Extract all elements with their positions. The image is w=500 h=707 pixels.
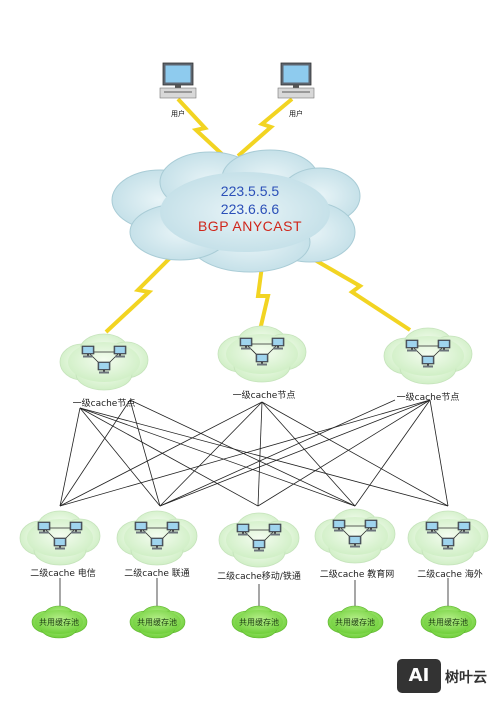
tier1-label: 一级cache节点 [72, 399, 136, 409]
logo-text: 树叶云 [445, 670, 487, 686]
logo-mark: AI [397, 659, 441, 693]
user-computer [277, 62, 315, 99]
pool-links [59, 578, 449, 610]
anycast-links [104, 254, 412, 334]
pool-cloud [31, 605, 477, 639]
watermark-logo: AI 树叶云 [397, 659, 497, 699]
tier1-label: 一级cache节点 [396, 393, 460, 403]
tier1-cloud [59, 333, 149, 391]
user-computer [159, 62, 197, 99]
pool-label: 共用缓存池 [335, 618, 375, 627]
user-label: 用户 [171, 110, 185, 118]
tier2-cloud [407, 510, 489, 566]
tier1-cloud [383, 327, 473, 385]
tier2-label: 二级cache 教育网 [319, 570, 395, 580]
tier2-label: 二级cache 电信 [30, 569, 96, 579]
pool-label: 共用缓存池 [137, 618, 177, 627]
lightning-link [236, 97, 294, 158]
tier2-cloud [314, 508, 396, 564]
tier2-label: 二级cache 联通 [124, 569, 190, 579]
anycast-cloud [111, 149, 361, 273]
tier2-cloud [19, 510, 101, 566]
tier2-label: 二级cache 海外 [417, 570, 483, 580]
user-label: 用户 [289, 110, 303, 118]
pool-label: 共用缓存池 [39, 618, 79, 627]
mesh-links [59, 399, 449, 507]
tier2-label: 二级cache移动/铁通 [217, 572, 301, 582]
anycast-ip-1: 223.5.5.5 [220, 183, 280, 199]
pool-label: 共用缓存池 [239, 618, 279, 627]
lightning-link [255, 265, 271, 331]
tier2-cloud [116, 510, 198, 566]
anycast-title: BGP ANYCAST [197, 218, 303, 234]
tier1-cloud [217, 325, 307, 383]
tier1-label: 一级cache节点 [232, 391, 296, 401]
pool-label: 共用缓存池 [428, 618, 468, 627]
user-links [176, 97, 294, 158]
tier2-cloud [218, 512, 300, 568]
lightning-link [307, 254, 412, 332]
anycast-ip-2: 223.6.6.6 [220, 201, 280, 217]
lightning-link [104, 256, 172, 334]
lightning-link [176, 97, 226, 158]
